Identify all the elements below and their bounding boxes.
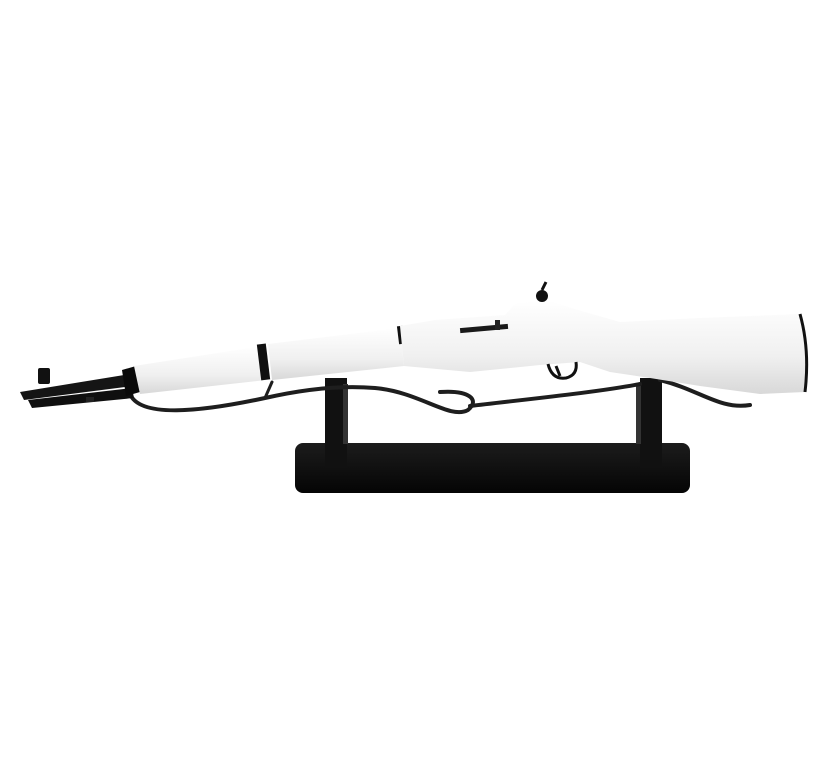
forend (134, 325, 406, 394)
display-stand (295, 378, 690, 493)
barrel-band (256, 343, 271, 381)
barrel (20, 366, 140, 408)
rear-sight-knob (536, 290, 548, 302)
sling (128, 378, 752, 415)
stand-base (295, 443, 690, 493)
trigger-guard (546, 361, 578, 380)
stand-post-right (640, 378, 662, 468)
front-sight (38, 368, 50, 384)
stock (400, 281, 809, 394)
stand-post-left (325, 378, 347, 468)
